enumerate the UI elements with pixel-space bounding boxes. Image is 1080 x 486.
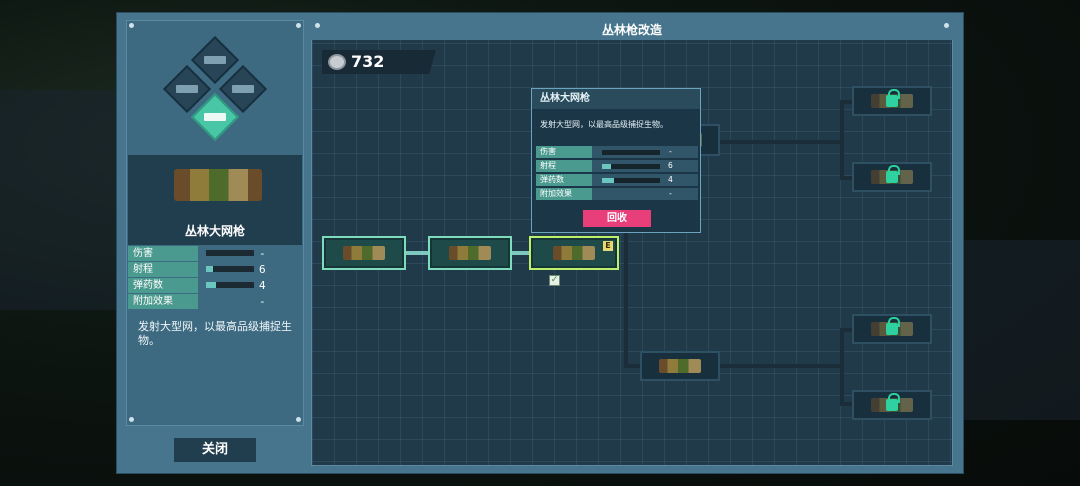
coin-icon [328, 54, 346, 70]
upgrade-node-9[interactable] [852, 390, 932, 420]
tree-connector [840, 176, 854, 180]
tree-connector [624, 364, 642, 368]
tree-connector [840, 100, 854, 104]
tree-connector [511, 251, 531, 255]
upgrade-node-7[interactable] [852, 162, 932, 192]
tree-connector [840, 402, 854, 406]
net-gun-sprite-icon [174, 169, 262, 201]
upgrade-node-2[interactable] [428, 236, 512, 270]
stat-label: 弹药数 [128, 278, 198, 293]
stat-bar [206, 282, 254, 288]
tooltip-stat-range: 射程 6 [536, 160, 698, 172]
stat-bar [602, 164, 660, 169]
lock-icon [886, 317, 900, 335]
stat-value: - [259, 247, 266, 260]
stat-value: 6 [668, 161, 673, 170]
stat-value: - [259, 295, 266, 308]
panel-title: 丛林枪改造 [311, 20, 953, 40]
stat-value: 6 [259, 263, 266, 276]
tree-connector [840, 328, 854, 332]
upgrade-node-1[interactable] [322, 236, 406, 270]
tree-connector [624, 140, 628, 368]
stat-bar [602, 178, 660, 183]
stat-row-effect: 附加效果 - [128, 294, 302, 309]
weapon-preview [128, 155, 302, 217]
tree-connector [840, 100, 844, 180]
weapon-name: 丛林大网枪 [128, 217, 302, 245]
background-rock [0, 90, 116, 310]
stat-label: 伤害 [536, 146, 592, 158]
tooltip-stat-ammo: 弹药数 4 [536, 174, 698, 186]
tree-connector [718, 140, 842, 144]
stat-label: 射程 [128, 262, 198, 277]
upgrade-node-3[interactable]: E [529, 236, 619, 270]
tooltip-stat-effect: 附加效果 - [536, 188, 698, 200]
rivet-icon [129, 23, 134, 28]
stat-label: 附加效果 [536, 188, 592, 200]
equipped-badge: E [603, 241, 613, 251]
weapon-slot-icon [659, 359, 701, 373]
tooltip-description: 发射大型网，以最高品级捕捉生物。 [540, 120, 668, 129]
rivet-icon [315, 23, 320, 28]
rivet-icon [944, 23, 949, 28]
stat-bar [206, 250, 254, 256]
weapon-silhouette-icon [232, 85, 254, 93]
lock-icon [886, 393, 900, 411]
lock-icon [886, 89, 900, 107]
upgrade-node-8[interactable] [852, 314, 932, 344]
rivet-icon [129, 417, 134, 422]
tree-connector [718, 364, 842, 368]
rivet-icon [296, 23, 301, 28]
weapon-tooltip: 丛林大网枪 发射大型网，以最高品级捕捉生物。 伤害 - 射程 6 弹药数 4 附… [531, 88, 701, 233]
rivet-icon [296, 417, 301, 422]
background-rock [964, 240, 1080, 420]
stat-value: 4 [259, 279, 266, 292]
stat-label: 附加效果 [128, 294, 198, 309]
tooltip-title: 丛林大网枪 [532, 89, 700, 109]
tooltip-stat-damage: 伤害 - [536, 146, 698, 158]
weapon-silhouette-icon [176, 85, 198, 93]
stat-value: - [668, 147, 673, 156]
tree-connector [405, 251, 429, 255]
upgrade-node-5[interactable] [640, 351, 720, 381]
lock-icon [886, 165, 900, 183]
tree-connector [840, 328, 844, 404]
stat-label: 伤害 [128, 246, 198, 261]
stat-row-range: 射程 6 [128, 262, 302, 277]
recycle-button[interactable]: 回收 [583, 210, 651, 227]
weapon-silhouette-icon [204, 56, 226, 64]
upgrade-node-6[interactable] [852, 86, 932, 116]
stat-row-damage: 伤害 - [128, 246, 302, 261]
weapon-description: 发射大型网，以最高品级捕捉生物。 [138, 320, 292, 347]
weapon-slot-icon [449, 246, 491, 260]
stat-label: 射程 [536, 160, 592, 172]
stat-value: 4 [668, 175, 673, 184]
stat-bar [602, 150, 660, 155]
stat-label: 弹药数 [536, 174, 592, 186]
weapon-slot-icon [553, 246, 595, 260]
weapon-silhouette-icon [204, 113, 226, 121]
close-button[interactable]: 关闭 [174, 438, 256, 462]
equipped-check-icon: ✓ [549, 275, 560, 286]
stat-value: - [668, 189, 673, 198]
currency-value: 732 [351, 52, 385, 71]
stat-row-ammo: 弹药数 4 [128, 278, 302, 293]
weapon-slot-icon [343, 246, 385, 260]
stat-bar [206, 266, 254, 272]
